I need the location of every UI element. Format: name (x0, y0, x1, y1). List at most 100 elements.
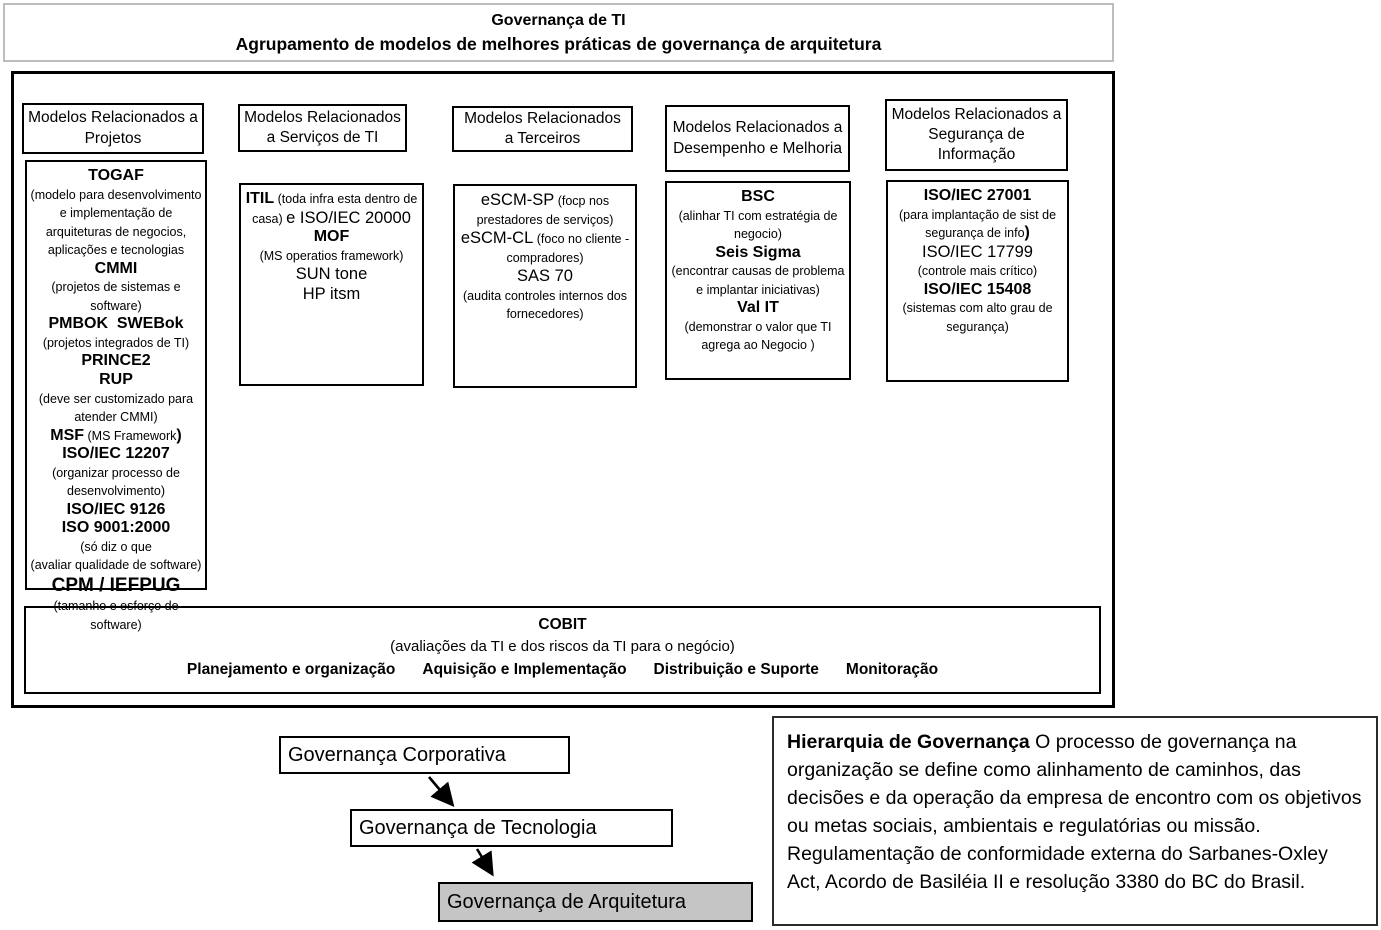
column-content-projetos: TOGAF (modelo para desenvolvimento e impl… (25, 160, 207, 632)
column-content-desempenho: BSC (alinhar TI com estratégia de negocio… (665, 181, 851, 380)
model-item: SUN tone (243, 265, 420, 285)
model-item: HP itsm (243, 285, 420, 305)
model-item: (sistemas com alto grau de segurança) (890, 299, 1065, 336)
model-item-text: ISO/IEC 15408 (923, 280, 1032, 298)
cobit-box: COBIT (avaliações da TI e dos riscos da … (24, 606, 1101, 694)
model-item: Val IT (669, 299, 847, 318)
model-item: ISO/IEC 9126 (29, 501, 203, 520)
model-item: (controle mais crítico) (890, 262, 1065, 281)
model-item-text: (projetos integrados de TI) (42, 335, 190, 350)
model-item-text: (modelo para desenvolvimento e implement… (30, 187, 205, 258)
column-content-terceiros: eSCM-SP (focp nos prestadores de serviço… (453, 184, 637, 388)
governance-note: Hierarquia de Governança O processo de g… (772, 716, 1378, 926)
model-item: eSCM-SP (focp nos prestadores de serviço… (457, 191, 633, 229)
model-item-text: MOF (313, 228, 350, 246)
column-header-seguranca: Modelos Relacionados a Segurança de Info… (885, 99, 1068, 171)
model-item-text: SUN tone (295, 265, 368, 284)
model-item-text: (sistemas com alto grau de segurança) (902, 301, 1057, 334)
model-item-text: (MS operatios framework) (259, 248, 404, 263)
model-item-text: (foco no cliente - compradores) (506, 232, 633, 265)
model-item: (MS operatios framework) (243, 247, 420, 266)
models-panel (11, 71, 1115, 708)
model-item: RUP (29, 371, 203, 390)
model-item-text: (alinhar TI com estratégia de negocio) (678, 208, 841, 242)
model-item: eSCM-CL (foco no cliente - compradores) (457, 229, 633, 267)
model-item-text: (só diz o que (80, 539, 152, 554)
cobit-phase-planejamento: Planejamento e organização (186, 660, 396, 678)
diagram-title: Governança de TI (491, 12, 626, 30)
model-item-text: Val IT (737, 299, 779, 317)
model-item: (organizar processo de desenvolvimento) (29, 464, 203, 501)
model-item-text: ISO/IEC 27001 (923, 187, 1032, 204)
model-item-text: (deve ser customizado para atender CMMI) (38, 391, 197, 425)
model-item-text: (audita controles internos dos fornecedo… (463, 288, 631, 322)
model-item-text: HP itsm (302, 284, 361, 303)
model-item-text: BSC (741, 188, 775, 205)
model-item-text: RUP (99, 371, 133, 389)
arrow-down-icon (428, 776, 455, 807)
model-item: ITIL (toda infra esta dentro de casa) e … (243, 190, 420, 228)
model-item-text: ISO/IEC 17799 (922, 242, 1033, 261)
column-header-terceiros: Modelos Relacionados a Terceiros (452, 106, 633, 152)
model-item: ISO/IEC 12207 (29, 445, 203, 464)
model-item: MOF (243, 228, 420, 247)
column-header-projetos: Modelos Relacionados a Projetos (22, 103, 204, 154)
column-content-seguranca: ISO/IEC 27001 (para implantação de sist d… (886, 180, 1069, 382)
model-item: TOGAF (29, 167, 203, 186)
model-item: (modelo para desenvolvimento e implement… (29, 186, 203, 260)
model-item: PMBOK SWEBok (29, 315, 203, 334)
cobit-phases-row: Planejamento e organização Aquisição e I… (26, 661, 1099, 679)
model-item-text: TOGAF (88, 167, 144, 184)
column-content-servicos: ITIL (toda infra esta dentro de casa) e … (239, 183, 424, 386)
hierarchy-node-tecnologia: Governança de Tecnologia (350, 809, 673, 847)
model-item: PRINCE2 (29, 352, 203, 371)
model-item-text: ISO 9001:2000 (61, 519, 171, 537)
note-lead: Hierarquia de Governança (787, 731, 1030, 753)
model-item-text: (encontrar causas de problema e implanta… (671, 264, 848, 297)
model-item-text: (demonstrar o valor que TI agrega ao Neg… (684, 319, 836, 353)
model-item: Seis Sigma (669, 244, 847, 263)
model-item: MSF (MS Framework) (29, 427, 203, 446)
model-item: ISO/IEC 17799 (890, 243, 1065, 263)
model-item-text: (organizar processo de desenvolvimento) (52, 465, 184, 499)
cobit-subtitle: (avaliações da TI e dos riscos da TI par… (390, 637, 735, 655)
model-item: CMMI (29, 260, 203, 279)
model-item-text: (avaliar qualidade de software) (30, 558, 202, 573)
model-item-text: MSF (50, 426, 85, 444)
hierarchy-node-corporativa: Governança Corporativa (279, 736, 570, 774)
model-item: ISO/IEC 27001 (890, 187, 1065, 206)
model-item: (audita controles internos dos fornecedo… (457, 287, 633, 324)
model-item: (para implantação de sist de segurança d… (890, 206, 1065, 243)
model-item: (projetos de sistemas e software) (29, 278, 203, 315)
model-item-text: eSCM-CL (460, 229, 534, 248)
cobit-title: COBIT (538, 616, 587, 633)
model-item: (avaliar qualidade de software) (29, 556, 203, 575)
column-header-servicos: Modelos Relacionados a Serviços de TI (238, 104, 407, 152)
model-item: BSC (669, 188, 847, 207)
column-header-desempenho: Modelos Relacionados a Desempenho e Melh… (665, 105, 850, 172)
model-item-text: SAS 70 (517, 267, 573, 286)
model-item: (demonstrar o valor que TI agrega ao Neg… (669, 318, 847, 355)
model-item-text: CMMI (94, 259, 138, 277)
model-item-text: (focp nos prestadores de serviços) (476, 194, 614, 227)
model-item: (encontrar causas de problema e implanta… (669, 262, 847, 299)
cobit-phase-aquisicao: Aquisição e Implementação (422, 660, 627, 678)
model-item-text: CPM / IEFPUG (51, 575, 181, 597)
model-item-text: Seis Sigma (715, 243, 801, 261)
diagram-subtitle: Agrupamento de modelos de melhores práti… (235, 34, 882, 55)
arrow-down-icon (471, 848, 494, 877)
model-item: (deve ser customizado para atender CMMI) (29, 390, 203, 427)
model-item-text: (MS Framework (84, 428, 177, 443)
model-item: CPM / IEFPUG (29, 575, 203, 597)
hierarchy-node-arquitetura: Governança de Arquitetura (438, 882, 753, 922)
model-item-text: ISO/IEC 9126 (66, 500, 166, 518)
note-body: O processo de governança na organização … (787, 731, 1362, 893)
model-item-text: ITIL (245, 190, 275, 207)
model-item-text: PMBOK SWEBok (48, 315, 184, 333)
model-item-text: ) (1024, 224, 1030, 242)
model-item-text: e ISO/IEC 20000 (286, 208, 411, 227)
model-item: SAS 70 (457, 267, 633, 287)
model-item: (projetos integrados de TI) (29, 334, 203, 353)
model-item-text: ISO/IEC 12207 (62, 445, 170, 463)
